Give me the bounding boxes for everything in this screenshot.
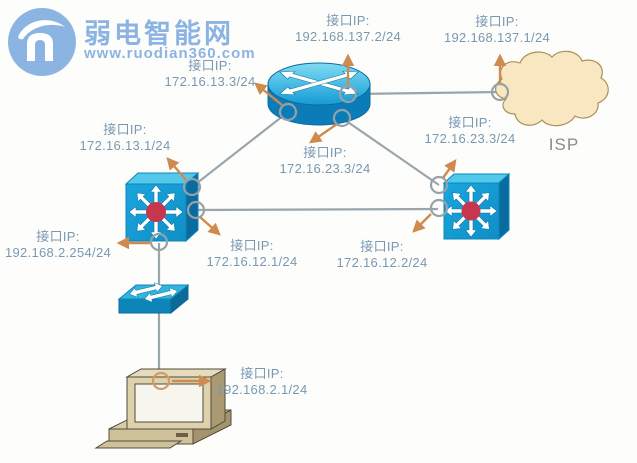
switch1-port-link [186,200,206,220]
site-logo-title: 弱电智能网 [84,19,234,49]
ip-label-value: 172.16.23.3/24 [279,161,371,176]
switch-core-dot [461,201,481,221]
ip-label-value: 172.16.13.1/24 [79,138,171,153]
isp-cloud-icon [495,50,609,127]
ip-label-value: 192.168.2.254/24 [4,245,112,260]
ip-label-router-left: 接口IP: 172.16.13.3/24 [165,58,256,90]
port-rings [149,82,510,391]
switch1-port-lan [149,232,169,252]
workgroup-switch-icon [117,282,190,315]
ip-label-caption: 接口IP: [240,366,284,381]
ip-label-value: 172.16.12.2/24 [336,255,428,270]
router-port-left [278,102,298,122]
switch-core-dot [146,202,166,222]
ip-label-value: 172.16.23.3/24 [424,131,516,146]
switch1-port-uplink [182,177,202,197]
ip-label-router-right: 接口IP: 172.16.23.3/24 [280,145,371,177]
switch2-port-link [429,198,449,218]
link-router-switch2 [341,117,440,186]
ip-label-value: 172.16.12.1/24 [206,254,298,269]
arrow-switch2-link-ip [412,213,432,233]
ip-label-caption: 接口IP: [360,239,404,254]
layer3-switch-left-icon [124,171,200,243]
layer3-switch-right-icon [442,172,511,241]
ip-label-caption: 接口IP: [188,58,232,73]
pc-port [151,371,171,391]
ip-label-caption: 接口IP: [36,229,80,244]
link-router-switch1 [191,111,289,188]
ip-label-switch2-uplink: 接口IP: 172.16.23.3/24 [425,115,516,147]
ip-label-value: 172.16.13.3/24 [164,74,256,89]
ip-label-value: 192.168.137.1/24 [443,30,551,45]
callout-arrows [116,53,507,388]
ip-label-caption: 接口IP: [103,122,147,137]
ip-label-router-wan: 接口IP: 192.168.137.2/24 [295,13,401,45]
ip-label-switch1-link: 接口IP: 172.16.12.1/24 [207,238,298,270]
ip-label-caption: 接口IP: [448,115,492,130]
site-logo-url: www.ruodian360.com [84,45,256,62]
switch2-port-uplink [429,175,449,195]
ip-label-switch1-lan: 接口IP: 192.168.2.254/24 [5,229,111,261]
ip-label-switch1-uplink: 接口IP: 172.16.13.1/24 [80,122,171,154]
ip-label-value: 192.168.2.1/24 [216,382,308,397]
ip-label-caption: 接口IP: [326,13,370,28]
router-port-wan [338,84,358,104]
ip-label-caption: 接口IP: [475,14,519,29]
arrow-router-right-ip [308,123,338,144]
isp-edge-port [490,82,510,102]
ip-label-value: 192.168.137.2/24 [294,29,402,44]
link-switch1-switch2 [195,207,439,212]
switch-arrows [129,282,178,303]
router-port-right [332,108,352,128]
arrow-switch1-uplink-ip [166,157,187,181]
router-arrows [279,71,359,95]
ip-label-switch2-link: 接口IP: 172.16.12.2/24 [337,239,428,271]
isp-label: ISP [548,135,580,154]
ip-label-caption: 接口IP: [230,238,274,253]
ip-label-pc: 接口IP: 192.168.2.1/24 [217,366,308,398]
arrow-router-left-ip [254,82,283,106]
arrow-switch1-link-ip [199,216,221,236]
ruodian360-logo-icon [8,8,76,76]
ip-label-isp-edge: 接口IP: 192.168.137.1/24 [444,14,550,46]
desktop-computer-icon [94,368,232,449]
arrow-switch2-uplink-ip [442,158,457,179]
router-icon [267,62,371,126]
link-router-isp [351,90,501,96]
ip-label-caption: 接口IP: [303,145,347,160]
